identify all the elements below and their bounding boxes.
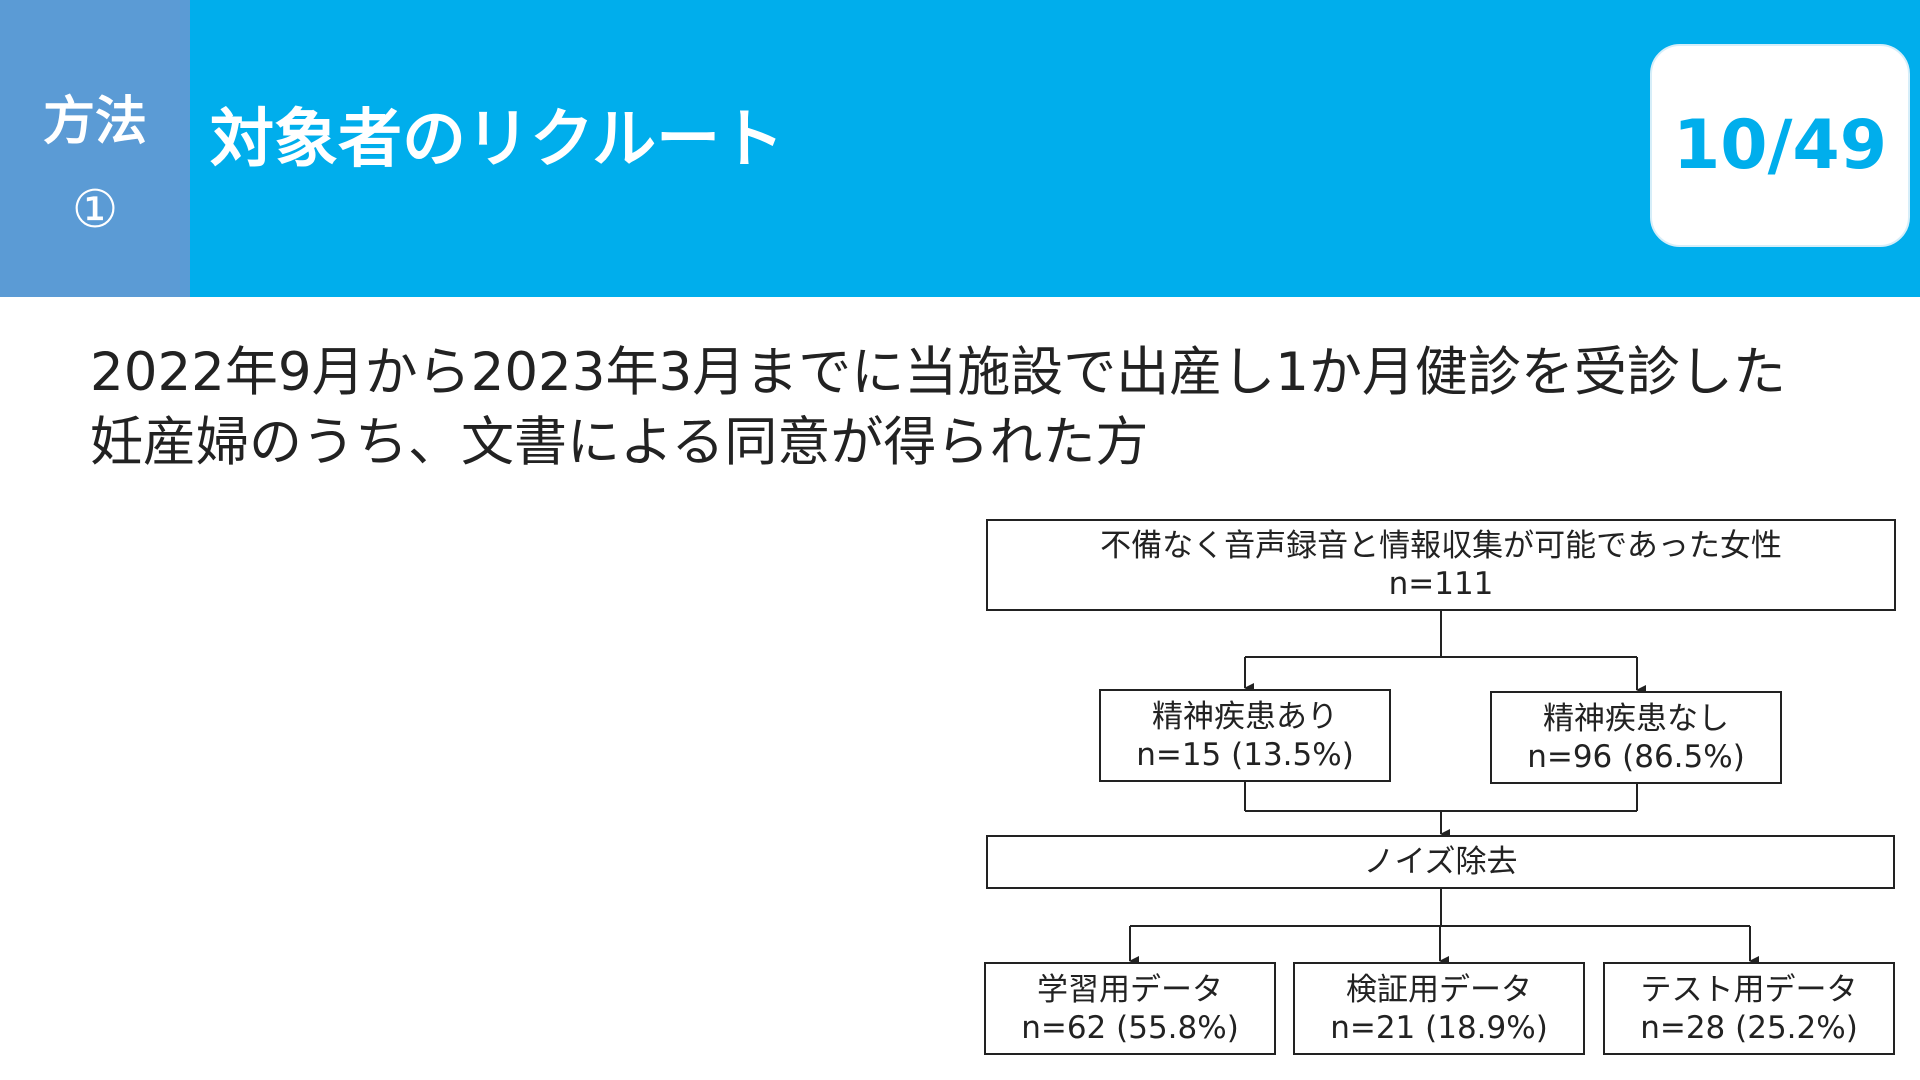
box-with-mental-count: n=15 (13.5%) xyxy=(1136,736,1354,773)
box-without-mental-label: 精神疾患なし xyxy=(1543,700,1729,737)
box-test-count: n=28 (25.2%) xyxy=(1640,1009,1858,1046)
intro-text: 2022年9月から2023年3月までに当施設で出産し1か月健診を受診した 妊産婦… xyxy=(90,338,1890,478)
section-label: 方法 xyxy=(42,92,147,152)
slide-title: 対象者のリクルート xyxy=(210,103,785,177)
box-validation-label: 検証用データ xyxy=(1346,971,1532,1008)
box-validation-count: n=21 (18.9%) xyxy=(1330,1009,1548,1046)
section-tab: 方法 ① xyxy=(0,0,190,297)
page-number: 10/49 xyxy=(1650,44,1910,247)
box-training-data: 学習用データ n=62 (55.8%) xyxy=(984,962,1276,1055)
box-with-mental-label: 精神疾患あり xyxy=(1152,698,1338,735)
intro-line-1: 2022年9月から2023年3月までに当施設で出産し1か月健診を受診した xyxy=(90,342,1786,403)
box-train-count: n=62 (55.8%) xyxy=(1021,1009,1239,1046)
box-test-label: テスト用データ xyxy=(1640,971,1858,1008)
box-without-mental-count: n=96 (86.5%) xyxy=(1527,738,1745,775)
box-total: 不備なく音声録音と情報収集が可能であった女性 n=111 xyxy=(986,519,1896,611)
box-noise-removal: ノイズ除去 xyxy=(986,835,1895,889)
intro-line-2: 妊産婦のうち、文書による同意が得られた方 xyxy=(90,412,1149,473)
box-test-data: テスト用データ n=28 (25.2%) xyxy=(1603,962,1895,1055)
header-bar: 方法 ① 対象者のリクルート 10/49 xyxy=(0,0,1920,297)
box-noise-label: ノイズ除去 xyxy=(1363,844,1518,880)
box-total-label: 不備なく音声録音と情報収集が可能であった女性 xyxy=(1100,528,1782,564)
box-total-count: n=111 xyxy=(1388,566,1494,602)
section-number: ① xyxy=(71,180,119,240)
box-with-mental-illness: 精神疾患あり n=15 (13.5%) xyxy=(1099,689,1391,782)
box-train-label: 学習用データ xyxy=(1037,971,1223,1008)
box-validation-data: 検証用データ n=21 (18.9%) xyxy=(1293,962,1585,1055)
box-without-mental-illness: 精神疾患なし n=96 (86.5%) xyxy=(1490,691,1782,784)
